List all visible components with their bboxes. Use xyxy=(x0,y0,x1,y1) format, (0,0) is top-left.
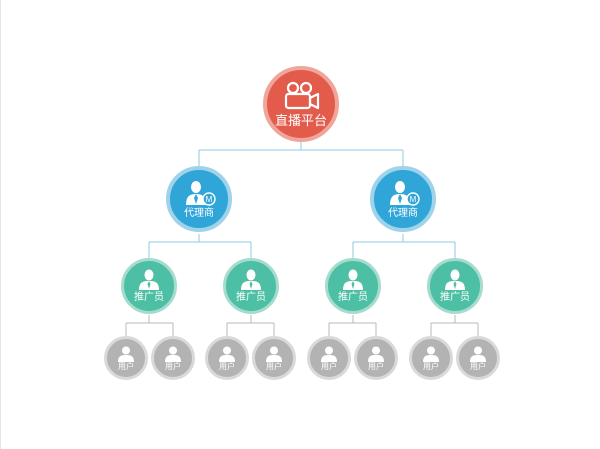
node-label: 推广员 xyxy=(134,292,164,303)
node-label: 直播平台 xyxy=(274,113,327,129)
connector-promoter3-users xyxy=(328,315,377,336)
promoter-icon xyxy=(343,269,363,290)
node-label: 用户 xyxy=(423,361,439,371)
node-label: 用户 xyxy=(165,361,181,371)
node-user-3: 用户 xyxy=(205,336,249,380)
connector-promoter2-users xyxy=(226,315,275,336)
node-user-8: 用户 xyxy=(456,336,500,380)
connector-root-agents xyxy=(198,142,404,166)
node-label: 推广员 xyxy=(440,292,470,303)
node-promoter-4: 推广员 xyxy=(427,258,483,314)
user-icon xyxy=(470,346,486,362)
node-promoter-1: 推广员 xyxy=(121,258,177,314)
node-user-7: 用户 xyxy=(409,336,453,380)
node-agent-1: M 代理商 xyxy=(166,166,232,232)
connector-agent2-promoters xyxy=(352,234,456,258)
node-promoter-3: 推广员 xyxy=(325,258,381,314)
user-icon xyxy=(266,346,282,362)
node-label: 用户 xyxy=(321,361,337,371)
node-promoter-2: 推广员 xyxy=(223,258,279,314)
node-label: 代理商 xyxy=(184,207,214,219)
node-user-6: 用户 xyxy=(354,336,398,380)
node-label: 代理商 xyxy=(388,207,418,219)
promoter-icon xyxy=(241,269,261,290)
node-label: 用户 xyxy=(266,361,282,371)
user-icon xyxy=(118,346,134,362)
connector-promoter4-users xyxy=(430,315,479,336)
connector-agent1-promoters xyxy=(148,234,252,258)
node-label: 推广员 xyxy=(236,292,266,303)
node-label: 推广员 xyxy=(338,292,368,303)
promoter-icon xyxy=(445,269,465,290)
node-label: 用户 xyxy=(118,361,134,371)
user-icon xyxy=(165,346,181,362)
node-user-4: 用户 xyxy=(252,336,296,380)
node-label: 用户 xyxy=(368,361,384,371)
user-icon xyxy=(219,346,235,362)
node-agent-2: M 代理商 xyxy=(370,166,436,232)
video-camera-icon xyxy=(284,81,320,109)
connector-promoter1-users xyxy=(125,315,174,336)
node-user-1: 用户 xyxy=(104,336,148,380)
agent-badge-letter: M xyxy=(206,195,213,204)
node-user-5: 用户 xyxy=(307,336,351,380)
user-icon xyxy=(423,346,439,362)
node-live-platform: 直播平台 xyxy=(263,66,339,142)
user-icon xyxy=(368,346,384,362)
promoter-icon xyxy=(139,269,159,290)
user-icon xyxy=(321,346,337,362)
node-label: 用户 xyxy=(470,361,486,371)
agent-badge-icon: M xyxy=(390,180,420,206)
agent-badge-letter: M xyxy=(410,195,417,204)
node-user-2: 用户 xyxy=(151,336,195,380)
agent-badge-icon: M xyxy=(186,180,216,206)
node-label: 用户 xyxy=(219,361,235,371)
